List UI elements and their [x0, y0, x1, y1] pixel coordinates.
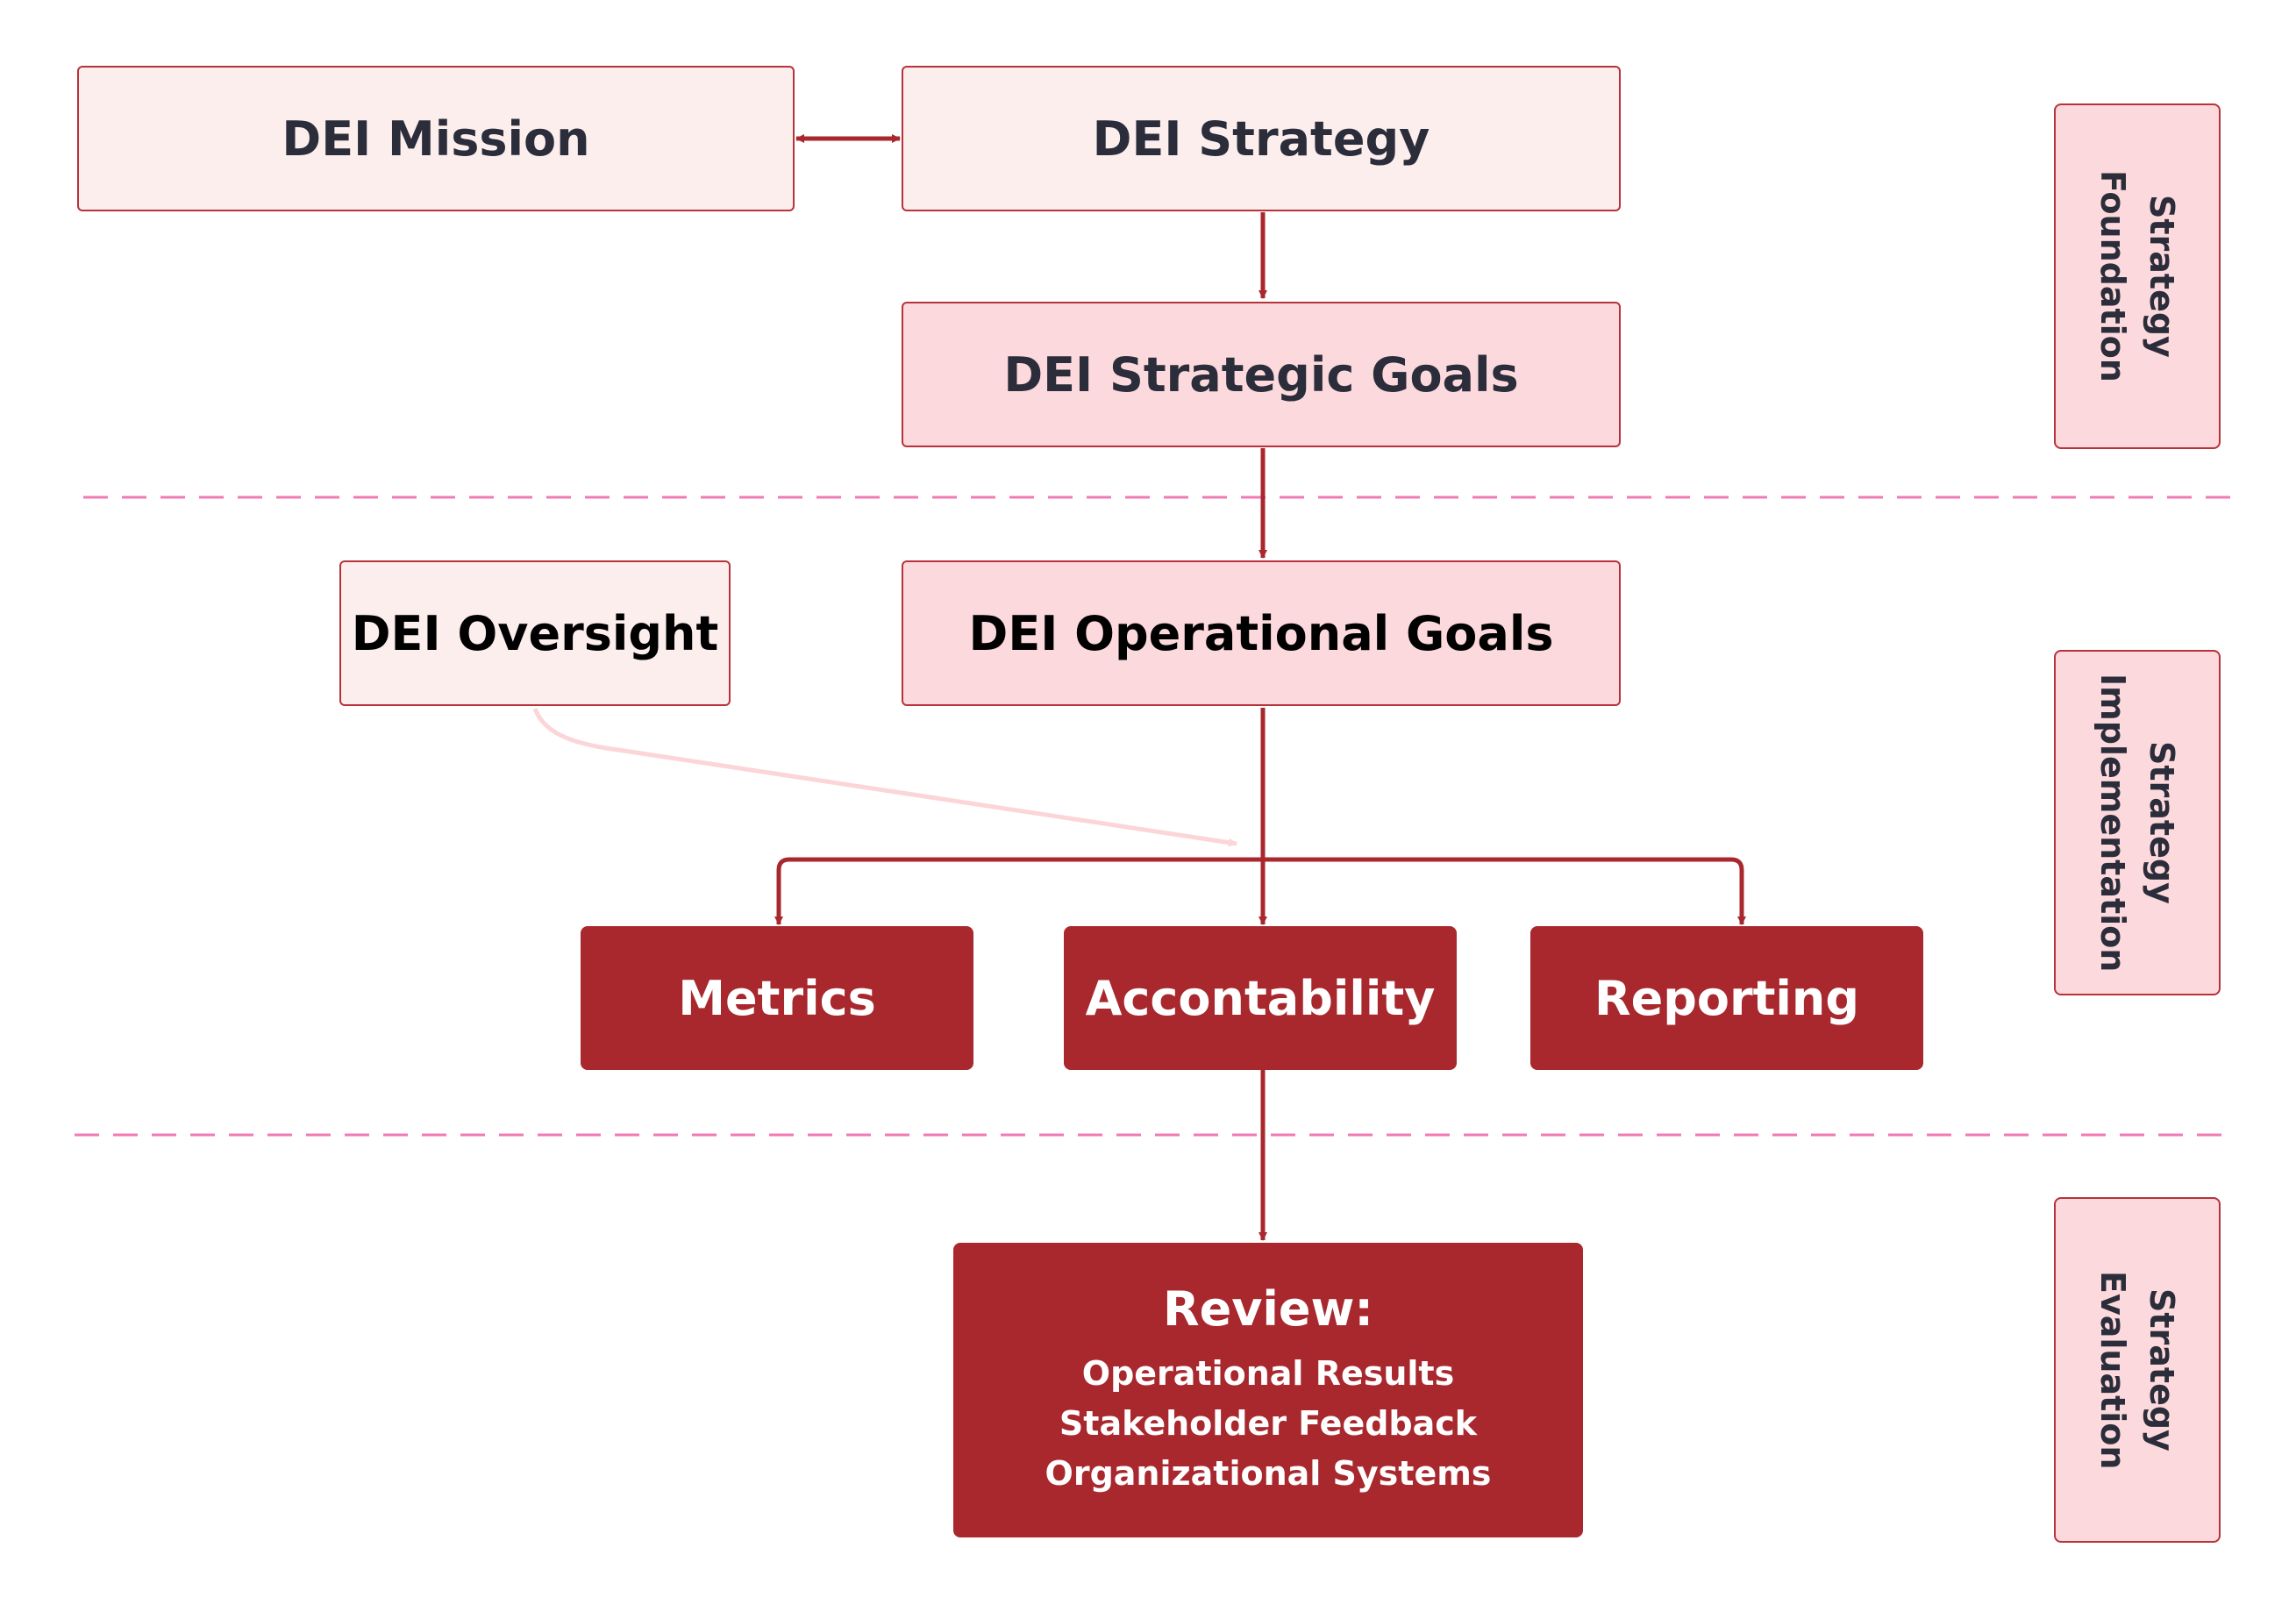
oversight-to-accountability-arrow	[532, 708, 1237, 847]
review-item-operational-results: Operational Results	[1081, 1354, 1455, 1393]
dei-strategy-label: DEI Strategy	[1092, 111, 1430, 167]
review-item-organizational-systems: Organizational Systems	[1045, 1454, 1492, 1493]
dei-mission-label: DEI Mission	[282, 111, 590, 167]
review-box[interactable]: Review: Operational Results Stakeholder …	[953, 1243, 1583, 1537]
dei-mission-box[interactable]: DEI Mission	[77, 66, 795, 211]
dei-strategy-box[interactable]: DEI Strategy	[902, 66, 1621, 211]
branch-to-metrics-arrow	[774, 857, 1263, 925]
review-item-stakeholder-feedback: Stakeholder Feedback	[1059, 1404, 1478, 1443]
review-title: Review:	[1162, 1281, 1374, 1337]
accountability-box[interactable]: Accontability	[1064, 926, 1457, 1070]
metrics-label: Metrics	[678, 970, 876, 1026]
reporting-box[interactable]: Reporting	[1530, 926, 1923, 1070]
dei-strategic-goals-box[interactable]: DEI Strategic Goals	[902, 302, 1621, 447]
metrics-box[interactable]: Metrics	[581, 926, 973, 1070]
dei-operational-goals-box[interactable]: DEI Operational Goals	[902, 560, 1621, 706]
dei-operational-goals-label: DEI Operational Goals	[968, 605, 1554, 661]
reporting-label: Reporting	[1594, 970, 1859, 1026]
branch-to-reporting-arrow	[1263, 857, 1746, 925]
dei-oversight-label: DEI Oversight	[351, 605, 719, 661]
dei-strategic-goals-label: DEI Strategic Goals	[1003, 346, 1519, 403]
accountability-label: Accontability	[1085, 970, 1436, 1026]
dei-oversight-box[interactable]: DEI Oversight	[339, 560, 731, 706]
